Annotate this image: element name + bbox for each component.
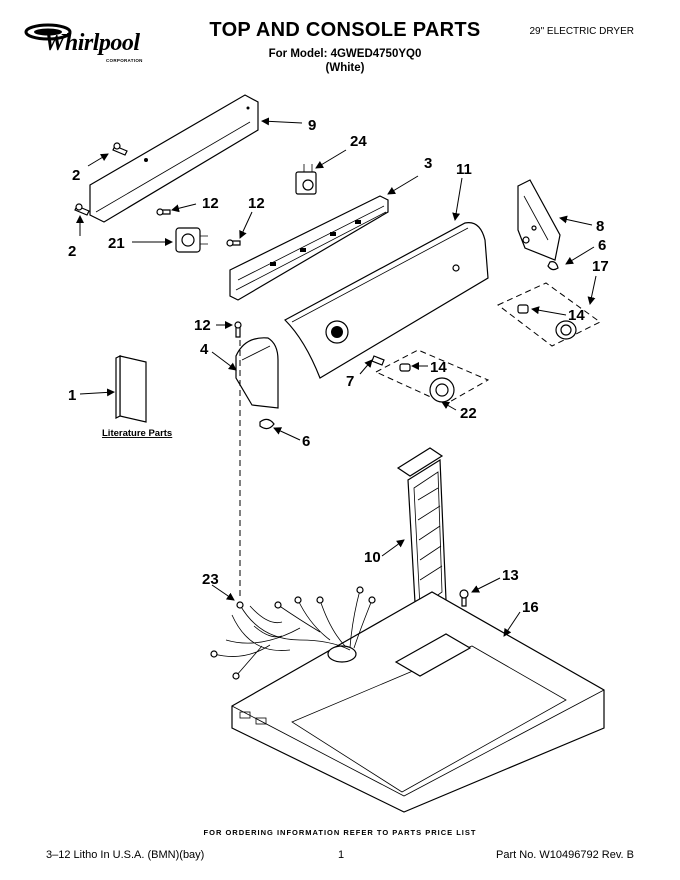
screw-part bbox=[74, 142, 128, 216]
page-number: 1 bbox=[338, 849, 345, 861]
callout-10: 10 bbox=[364, 549, 381, 566]
callout-6-left: 6 bbox=[302, 433, 310, 450]
page-title: TOP AND CONSOLE PARTS bbox=[209, 19, 481, 41]
callout-9: 9 bbox=[308, 117, 316, 134]
back-bracket-part bbox=[89, 94, 259, 223]
callout-14-left: 14 bbox=[430, 359, 447, 376]
callout-3: 3 bbox=[424, 155, 432, 172]
callout-12-right: 12 bbox=[248, 195, 265, 212]
callout-12-lower: 12 bbox=[194, 317, 211, 334]
callout-2-upper: 2 bbox=[72, 167, 80, 184]
callout-24: 24 bbox=[350, 133, 367, 150]
logo-wordmark: Whirlpool bbox=[44, 30, 140, 56]
console-screw-part bbox=[156, 208, 242, 338]
callout-6-right: 6 bbox=[598, 237, 606, 254]
timer-part bbox=[175, 227, 208, 253]
knob-group-box-left bbox=[374, 349, 490, 405]
callout-11: 11 bbox=[456, 161, 472, 178]
model-color: (White) bbox=[325, 62, 365, 74]
top-screw-part bbox=[459, 589, 469, 607]
callout-4: 4 bbox=[200, 341, 209, 358]
logo-corporation: CORPORATION bbox=[106, 58, 143, 63]
callout-16: 16 bbox=[522, 599, 539, 616]
part-number: Part No. W10496792 Rev. B bbox=[496, 849, 634, 861]
product-type: 29" ELECTRIC DRYER bbox=[529, 26, 634, 37]
print-info: 3–12 Litho In U.S.A. (BMN)(bay) bbox=[46, 849, 205, 861]
model-info: For Model: 4GWED4750YQ0 (White) bbox=[200, 47, 490, 75]
leader-lines bbox=[76, 117, 597, 637]
callout-8: 8 bbox=[596, 218, 604, 235]
callout-23: 23 bbox=[202, 571, 219, 588]
literature-parts-label: Literature Parts bbox=[102, 428, 172, 439]
ordering-note: FOR ORDERING INFORMATION REFER TO PARTS … bbox=[203, 828, 477, 837]
callout-14-right: 14 bbox=[568, 307, 585, 324]
callout-7: 7 bbox=[346, 373, 354, 390]
callout-21: 21 bbox=[108, 235, 125, 252]
console-frame-part bbox=[229, 195, 389, 301]
callout-2-lower: 2 bbox=[68, 243, 76, 260]
wiring-harness-part bbox=[210, 586, 376, 680]
knob-group-box-right bbox=[497, 282, 601, 347]
lint-screen-part bbox=[396, 447, 447, 622]
knob-part bbox=[517, 304, 577, 340]
callout-17: 17 bbox=[592, 258, 609, 275]
callout-13: 13 bbox=[502, 567, 519, 584]
right-endcap-part bbox=[517, 179, 561, 271]
model-number: For Model: 4GWED4750YQ0 bbox=[268, 48, 422, 60]
whirlpool-logo: Whirlpool CORPORATION bbox=[18, 18, 153, 66]
callout-12-left: 12 bbox=[202, 195, 219, 212]
control-knob-part bbox=[371, 355, 455, 403]
literature-part bbox=[115, 355, 147, 423]
top-panel-part bbox=[231, 591, 605, 813]
callout-1: 1 bbox=[68, 387, 76, 404]
switch-part bbox=[295, 164, 317, 195]
callout-22: 22 bbox=[460, 405, 477, 422]
left-endcap-part bbox=[235, 337, 279, 430]
logo-swoosh-icon bbox=[24, 23, 72, 41]
console-panel-part bbox=[284, 222, 489, 379]
